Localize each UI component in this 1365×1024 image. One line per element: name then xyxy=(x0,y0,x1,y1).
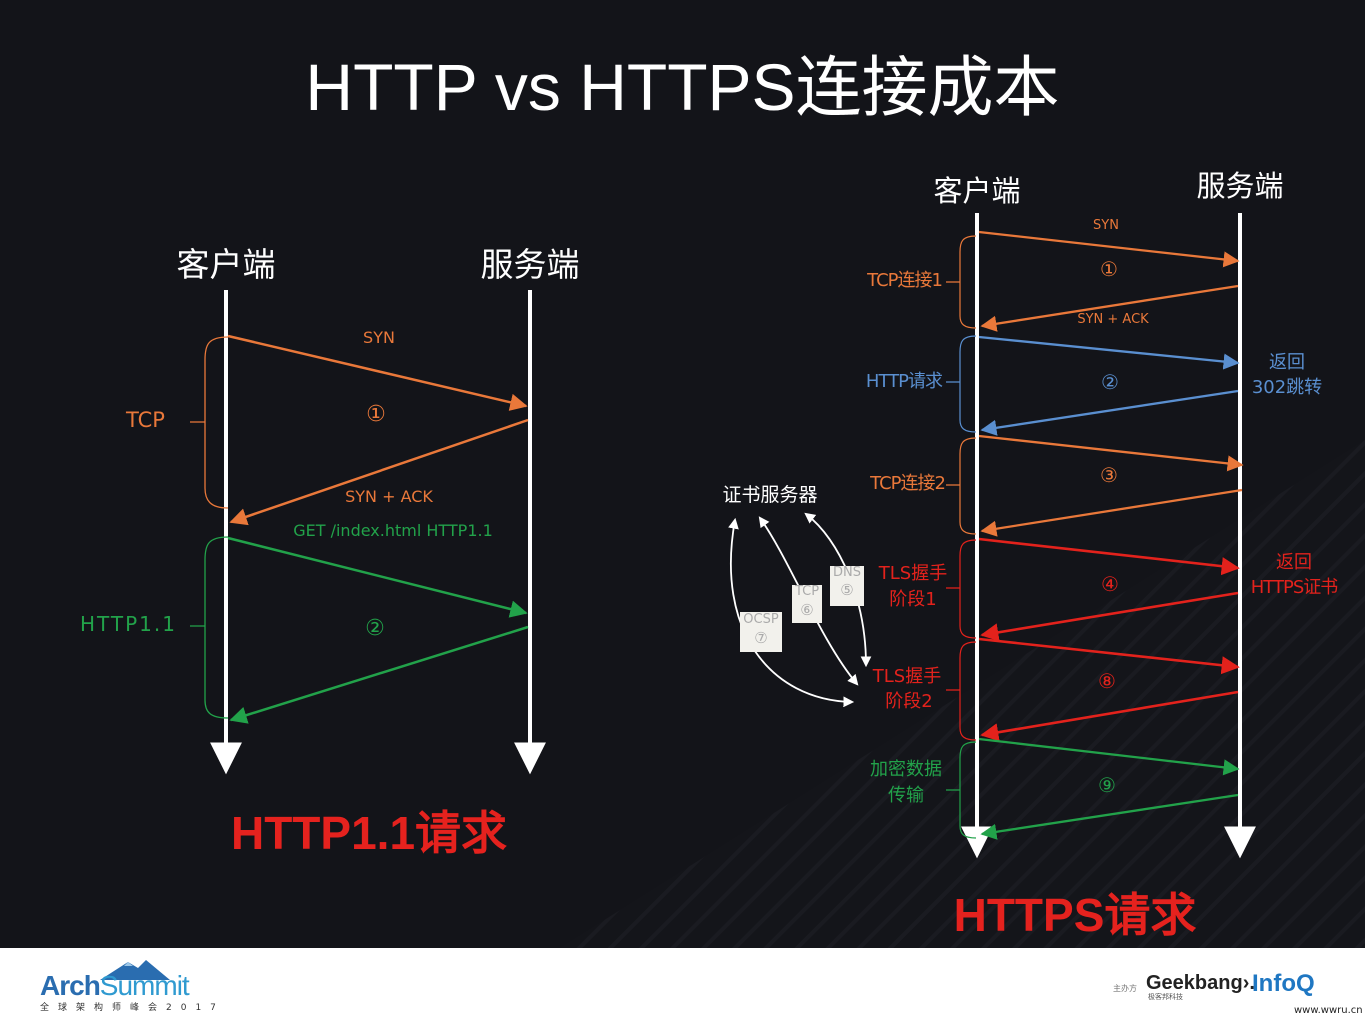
right-stage-tcp1: TCP连接1 xyxy=(867,270,943,291)
archsummit-logo-summit: Summit xyxy=(99,970,190,1001)
right-client-label: 客户端 xyxy=(933,174,1021,208)
sponsor-label: 主办方 xyxy=(1113,984,1137,993)
right-stage-enc-line2: 传输 xyxy=(888,785,924,806)
left-tcp-brace xyxy=(190,336,229,509)
right-synack-arrow xyxy=(980,284,1239,332)
left-http-brace xyxy=(190,536,229,719)
right-step4: ④ xyxy=(1101,572,1119,596)
right-stage-enc-line1: 加密数据 xyxy=(870,759,942,780)
left-step2: ② xyxy=(365,616,385,641)
tcp-box-label: TCP xyxy=(794,584,820,599)
right-server-label: 服务端 xyxy=(1196,169,1284,203)
right-step9: ⑨ xyxy=(1098,773,1116,797)
background-stripes xyxy=(560,440,1365,948)
right-step2: ② xyxy=(1101,370,1119,394)
right-302-arrow xyxy=(980,389,1239,436)
right-http-brace xyxy=(946,335,977,433)
left-syn-arrow xyxy=(227,334,528,411)
ocsp-box-num: ⑦ xyxy=(754,629,768,647)
right-step3: ③ xyxy=(1100,463,1118,487)
right-step8: ⑧ xyxy=(1098,669,1116,693)
right-synack-label: SYN + ACK xyxy=(1077,312,1149,327)
right-enc-brace xyxy=(946,741,977,839)
slide: HTTP vs HTTPS连接成本 客户端 服务端 SYN ① SYN + AC… xyxy=(80,50,1365,948)
watermark-url: www.wwru.cn xyxy=(1294,1005,1363,1016)
archsummit-logo-arch: Arch xyxy=(40,970,101,1001)
archsummit-logo: ArchSummit xyxy=(40,970,190,1002)
right-cert-line1: 返回 xyxy=(1276,552,1312,573)
right-redirect-line2: 302跳转 xyxy=(1251,377,1323,398)
right-cert-line2: HTTPS证书 xyxy=(1250,577,1338,598)
tcp-box xyxy=(792,585,822,623)
geekbang-logo: Geekbang›. xyxy=(1146,972,1255,994)
mountain-logo-icon xyxy=(100,960,170,980)
left-synack-label: SYN + ACK xyxy=(345,487,433,506)
archsummit-subtitle: 全球架构师峰会2017 xyxy=(40,1003,225,1013)
left-client-label: 客户端 xyxy=(176,245,276,284)
left-syn-label: SYN xyxy=(363,328,395,347)
geekbang-subtitle: 极客邦科技 xyxy=(1148,993,1183,1001)
left-tcp-label: TCP xyxy=(126,408,165,432)
right-step1: ① xyxy=(1100,257,1118,281)
right-stage-tls1-line2: 阶段1 xyxy=(889,589,937,610)
right-http-request-arrow xyxy=(978,335,1240,370)
right-tcp2-syn-arrow xyxy=(978,434,1244,472)
left-synack-arrow xyxy=(229,418,529,526)
right-tls1-brace xyxy=(946,539,977,639)
right-tls2-finish-arrow xyxy=(980,690,1239,742)
right-stage-tls2-line1: TLS握手 xyxy=(872,666,942,687)
right-tcp1-brace xyxy=(946,235,977,329)
left-step1: ① xyxy=(366,402,386,427)
right-tls2-key-arrow xyxy=(978,637,1240,675)
left-response-arrow xyxy=(229,625,529,724)
left-caption: HTTP1.1请求 xyxy=(230,807,508,859)
dns-box-num: ⑤ xyxy=(840,581,854,599)
infoq-logo: InfoQ xyxy=(1252,970,1315,997)
left-get-label: GET /index.html HTTP1.1 xyxy=(293,521,493,540)
right-enc-response-arrow xyxy=(980,793,1239,840)
cert-server-label: 证书服务器 xyxy=(722,484,818,506)
right-syn-label: SYN xyxy=(1093,218,1119,233)
right-syn-arrow xyxy=(978,230,1240,268)
right-stage-tls2-line2: 阶段2 xyxy=(885,691,933,712)
dns-box-label: DNS xyxy=(833,565,861,580)
right-tcp2-brace xyxy=(946,437,977,535)
right-tls1-hello-arrow xyxy=(978,537,1240,576)
right-stage-http: HTTP请求 xyxy=(865,371,943,392)
sequence-diagram xyxy=(190,213,1365,948)
left-get-arrow xyxy=(227,536,528,618)
right-stage-tcp2: TCP连接2 xyxy=(870,473,946,494)
right-caption: HTTPS请求 xyxy=(953,889,1197,941)
footer: ArchSummit 全球架构师峰会2017 主办方 Geekbang›. 极客… xyxy=(0,948,1365,1024)
left-server-label: 服务端 xyxy=(480,245,580,284)
right-enc-request-arrow xyxy=(978,737,1240,776)
dns-box xyxy=(830,566,864,606)
right-tcp2-synack-arrow xyxy=(980,488,1243,537)
tcp-box-num: ⑥ xyxy=(800,601,814,619)
slide-title: HTTP vs HTTPS连接成本 xyxy=(305,50,1060,124)
ocsp-curve xyxy=(728,517,855,708)
ocsp-box xyxy=(740,612,782,652)
right-redirect-line1: 返回 xyxy=(1269,352,1305,373)
ocsp-box-label: OCSP xyxy=(743,612,779,627)
right-tls2-brace xyxy=(946,641,977,741)
right-stage-tls1-line1: TLS握手 xyxy=(878,563,948,584)
left-http-label: HTTP1.1 xyxy=(80,612,177,636)
right-tls1-cert-arrow xyxy=(980,591,1239,642)
